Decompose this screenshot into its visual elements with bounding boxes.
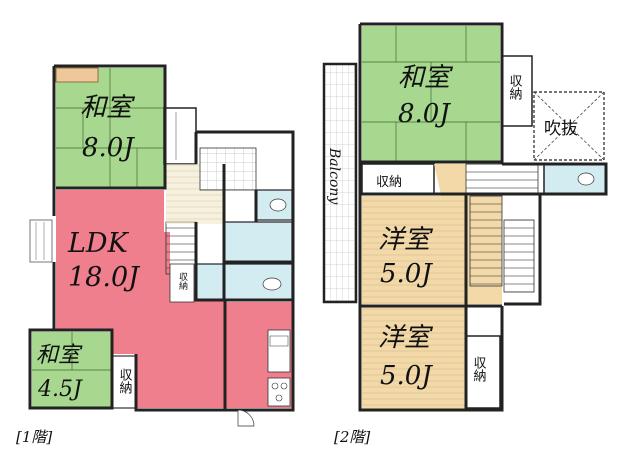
hallway-stairs-top [465, 163, 539, 195]
youshitsu-2-size: 5.0J [380, 361, 433, 391]
staircase-2f-a [469, 195, 503, 287]
washitsu-2f-name: 和室 [398, 63, 454, 93]
kitchen-sink [269, 335, 289, 347]
toilet-room-2f [543, 163, 607, 195]
washitsu-45-name: 和室 [36, 343, 83, 368]
window-ldk [29, 219, 53, 263]
bathroom-1f [223, 221, 293, 263]
ldk-name: LDK [67, 228, 130, 259]
youshitsu-1-size: 5.0J [380, 259, 433, 289]
storage-2f-bottom [465, 335, 501, 409]
washitsu-45-size: 4.5J [37, 377, 83, 402]
tokonoma [55, 67, 99, 83]
youshitsu-2-name: 洋室 [378, 323, 434, 353]
balcony [322, 62, 358, 304]
ldk-room [56, 190, 224, 408]
floor-2-caption: [2階] [334, 428, 370, 446]
entrance-tiles [199, 147, 257, 191]
washitsu-8-size: 8.0J [82, 133, 135, 163]
washitsu-2f-size: 8.0J [398, 99, 451, 129]
storage-2f-top-label: 収納 [507, 74, 523, 101]
stove [267, 377, 291, 407]
storage-1f-small-label: 収納 [117, 368, 133, 395]
void-label: 吹抜 [544, 119, 578, 139]
stair-storage-1f [169, 263, 195, 303]
staircase-2f-b [503, 219, 535, 293]
washitsu-8-name: 和室 [80, 93, 136, 123]
floor-1: 和室 8.0J LDK 18.0J 和室 4.5J 収納 収納 [1階] [16, 64, 298, 446]
floor-2: 和室 8.0J 収納 吹抜 収納 Balcony 洋室 5.0J 洋室 5.0J… [322, 22, 608, 446]
storage-1f-stair-label: 収納 [177, 271, 188, 291]
ldk-size: 18.0J [68, 262, 141, 293]
floor-1-caption: [1階] [16, 428, 52, 446]
youshitsu-1-name: 洋室 [378, 225, 434, 255]
entrance-door-arc [237, 409, 255, 427]
wash-basin [262, 277, 282, 291]
storage-2f-bottom-label: 収納 [471, 356, 487, 383]
balcony-label: Balcony [326, 147, 342, 205]
storage-2f-top [501, 55, 533, 127]
toilet-bowl-1f [269, 198, 287, 212]
storage-2f-mid-label: 収納 [376, 175, 402, 190]
toilet-bowl-2f [577, 172, 595, 186]
closet-1f [163, 107, 197, 165]
storage-2f-mid [361, 163, 435, 195]
